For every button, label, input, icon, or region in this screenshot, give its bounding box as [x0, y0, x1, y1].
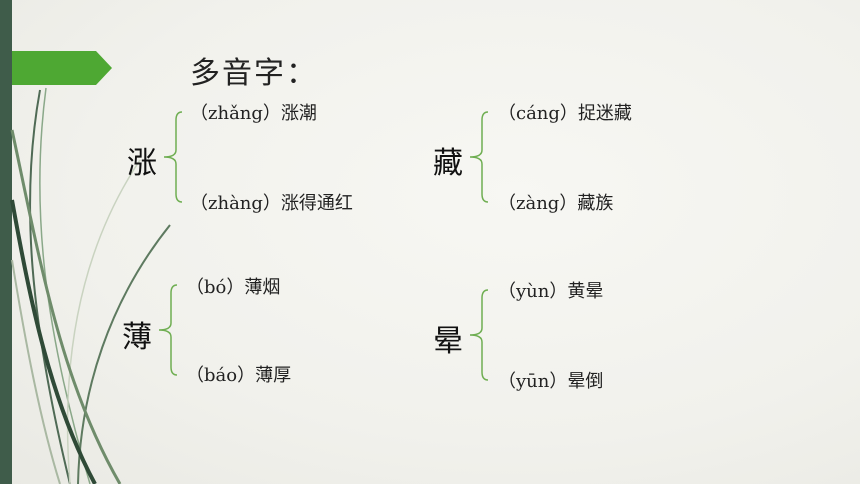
brace-zhang [163, 111, 183, 203]
reading-cang-2: （zàng）藏族 [498, 189, 613, 215]
reading-cang-1: （cáng）捉迷藏 [498, 99, 632, 125]
reading-yun-1: （yùn）黄晕 [498, 277, 603, 303]
char-yun: 晕 [433, 324, 463, 359]
pinyin: （báo） [186, 365, 256, 386]
pinyin: （yūn） [498, 371, 568, 392]
reading-zhang-1: （zhǎng）涨潮 [190, 99, 317, 125]
reading-bo-2: （báo）薄厚 [186, 361, 291, 387]
pinyin: （cáng） [498, 103, 578, 124]
pinyin: （zhǎng） [190, 103, 281, 124]
brace-cang [469, 111, 489, 203]
word: 晕倒 [567, 371, 604, 392]
word: 捉迷藏 [577, 103, 632, 124]
word: 藏族 [577, 193, 614, 214]
pinyin: （yùn） [498, 281, 568, 302]
decorative-curves [10, 87, 171, 484]
char-bo: 薄 [122, 320, 152, 355]
pinyin: （zhàng） [190, 193, 281, 214]
page-title: 多音字： [190, 56, 318, 91]
brace-yun [469, 289, 489, 381]
reading-zhang-2: （zhàng）涨得通红 [190, 189, 353, 215]
brace-bo [158, 284, 178, 376]
reading-bo-1: （bó）薄烟 [186, 273, 280, 299]
reading-yun-2: （yūn）晕倒 [498, 367, 603, 393]
char-zhang: 涨 [127, 146, 157, 181]
pinyin: （zàng） [498, 193, 578, 214]
word: 薄烟 [244, 277, 281, 298]
pinyin: （bó） [186, 277, 245, 298]
char-cang: 藏 [433, 146, 463, 181]
title-arrow-tab [12, 51, 112, 85]
word: 涨潮 [280, 103, 317, 124]
word: 薄厚 [255, 365, 292, 386]
word: 涨得通红 [280, 193, 353, 214]
left-accent-bar [0, 0, 12, 484]
word: 黄晕 [567, 281, 604, 302]
